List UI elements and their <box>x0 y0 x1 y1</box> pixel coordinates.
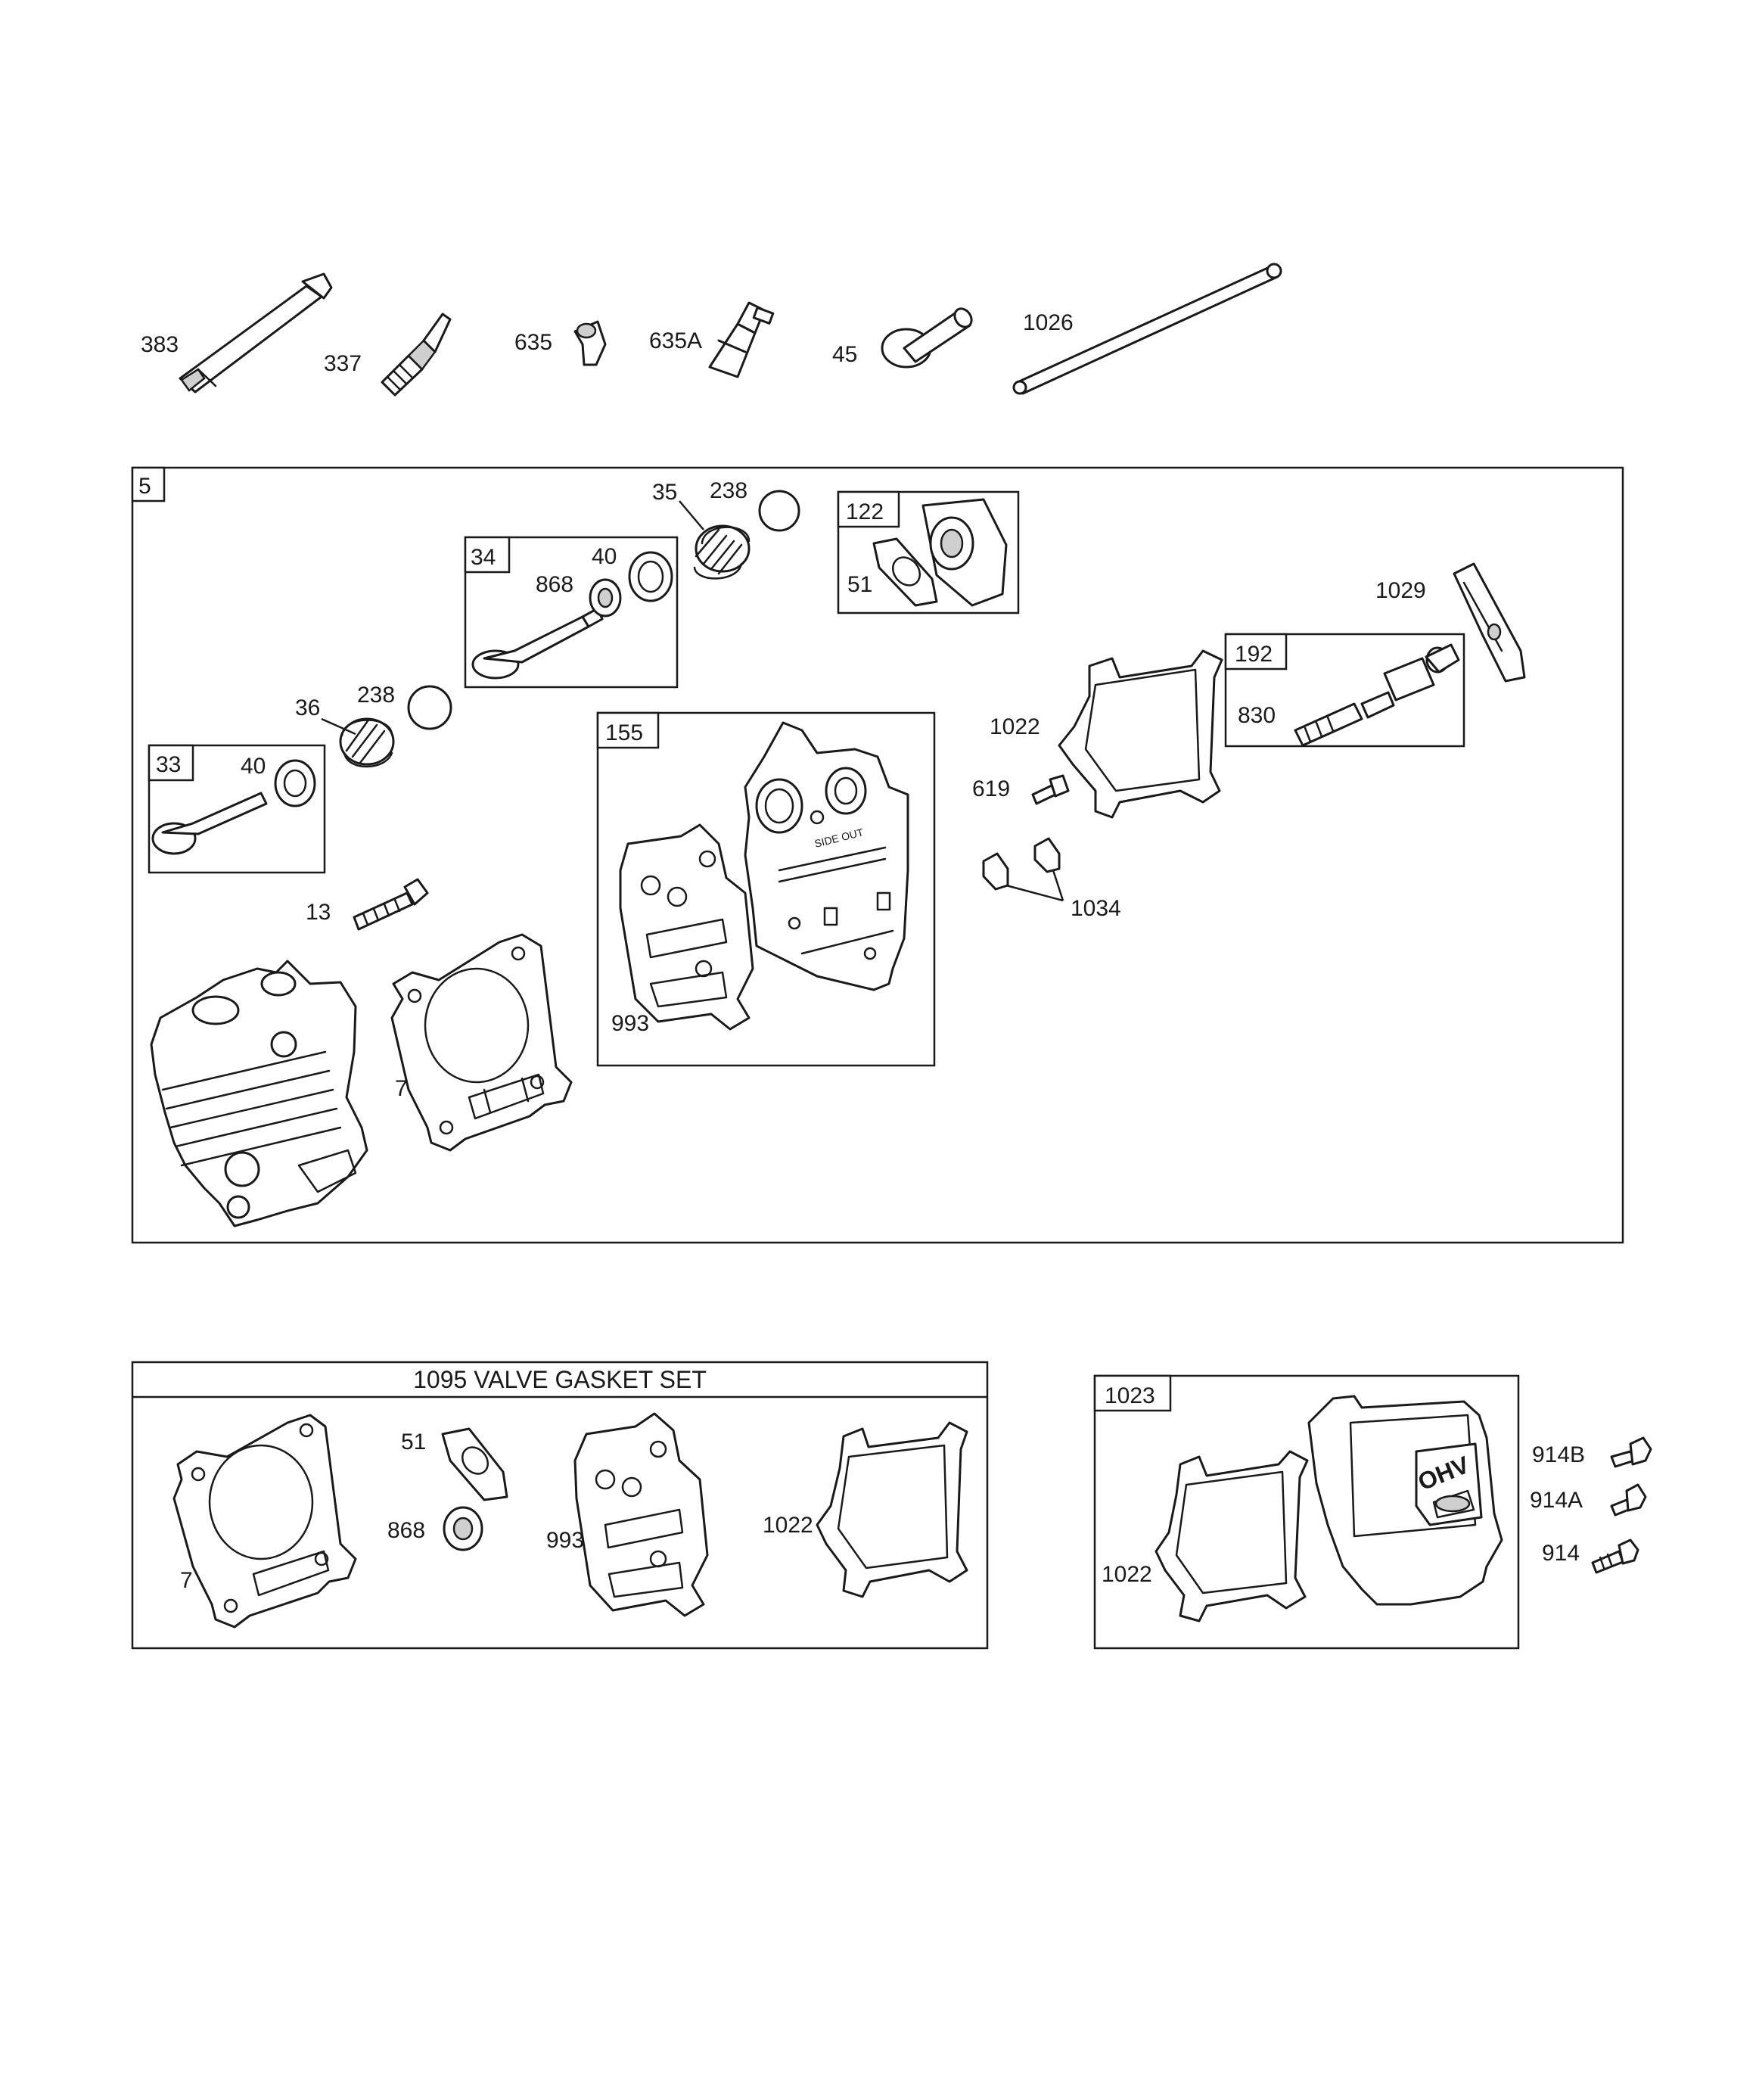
part-830-stud-drawing <box>1294 691 1395 747</box>
part-13-bolt-drawing <box>353 878 429 931</box>
part-1026-drawing <box>1012 263 1282 395</box>
tag-192: 192 <box>1235 642 1273 667</box>
part-122-adapter-drawing <box>921 498 1008 607</box>
tag-box-33 <box>148 744 194 782</box>
tag-box-122 <box>837 490 900 528</box>
callout-383: 383 <box>141 332 179 357</box>
callout-1022-set: 1022 <box>763 1513 813 1538</box>
callout-51-top: 51 <box>847 572 872 597</box>
tag-box-155 <box>596 711 660 749</box>
part-36-spring-drawing <box>339 717 395 768</box>
part-914b-screw-drawing <box>1610 1436 1652 1468</box>
part-993-gasket-set-drawing <box>573 1412 709 1617</box>
leader-1034 <box>1005 870 1064 902</box>
part-1029-rocker-drawing <box>1453 562 1526 683</box>
part-914-screw-drawing <box>1591 1538 1639 1574</box>
callout-619: 619 <box>972 776 1010 801</box>
callout-993-head: 993 <box>611 1011 649 1036</box>
tag-1023: 1023 <box>1105 1383 1155 1408</box>
cylinder-head-drawing <box>150 960 368 1227</box>
part-238-cap-left <box>407 685 452 730</box>
callout-868-set: 868 <box>387 1518 425 1543</box>
tag-155: 155 <box>605 720 643 745</box>
part-155-plate-drawing <box>744 721 909 991</box>
subassembly-frame-1023 <box>1093 1374 1520 1650</box>
callout-914b: 914B <box>1532 1442 1585 1467</box>
callout-914: 914 <box>1542 1541 1580 1566</box>
assembly-frame-5 <box>131 466 1624 1244</box>
part-1022-gasket-drawing <box>1058 649 1223 819</box>
callout-993-set: 993 <box>546 1528 584 1553</box>
callout-238-top: 238 <box>710 478 747 503</box>
tag-box-1023 <box>1093 1374 1172 1412</box>
callout-35: 35 <box>652 480 677 505</box>
callout-1026: 1026 <box>1023 310 1074 335</box>
callout-1022-head: 1022 <box>990 714 1040 739</box>
callout-51-set: 51 <box>401 1430 426 1454</box>
part-635-drawing <box>573 320 607 366</box>
subassembly-frame-155 <box>596 711 936 1067</box>
part-635a-drawing <box>708 301 775 378</box>
leader-36 <box>321 717 356 736</box>
callout-7-set: 7 <box>180 1568 193 1593</box>
subassembly-frame-33 <box>148 744 326 874</box>
tag-box-192 <box>1224 633 1288 670</box>
part-33-valve-drawing <box>151 792 268 855</box>
leader-35 <box>679 500 704 530</box>
subassembly-frame-122 <box>837 490 1020 614</box>
callout-635a: 635A <box>649 328 702 353</box>
tag-122: 122 <box>846 499 884 524</box>
part-238-cap-top <box>758 490 800 532</box>
tag-box-34 <box>464 536 511 574</box>
callout-45: 45 <box>832 342 857 367</box>
gasket-set-title: 1095 VALVE GASKET SET <box>413 1366 707 1393</box>
part-40-retainer-left-inner <box>283 769 307 798</box>
callout-337: 337 <box>324 351 362 376</box>
part-914a-screw-drawing <box>1610 1483 1647 1517</box>
callout-7-head: 7 <box>395 1076 408 1101</box>
part-619-screw-drawing <box>1031 774 1070 805</box>
part-993-gasket-drawing <box>619 823 754 1031</box>
callout-40-top: 40 <box>592 544 617 569</box>
tag-34: 34 <box>471 545 496 570</box>
part-7-gasket-head-drawing <box>390 933 573 1152</box>
part-40-retainer-top <box>628 551 673 602</box>
part-40-retainer-left <box>274 759 316 807</box>
callout-1029: 1029 <box>1375 578 1426 603</box>
part-40-retainer-top-inner <box>637 560 664 593</box>
callout-635: 635 <box>514 330 552 355</box>
callout-13: 13 <box>306 900 331 925</box>
tag-5: 5 <box>138 474 151 499</box>
gasket-set-frame <box>131 1361 989 1650</box>
part-1023-valve-cover-drawing <box>1307 1395 1503 1606</box>
callout-830: 830 <box>1238 703 1276 728</box>
callout-238-left: 238 <box>357 683 395 708</box>
callout-868-top: 868 <box>536 572 573 597</box>
tag-box-5 <box>131 466 166 502</box>
part-34-valve-drawing <box>471 607 604 680</box>
part-35-spring-drawing <box>693 524 751 580</box>
part-1022-gasket-set-drawing <box>816 1421 968 1598</box>
subassembly-frame-34 <box>464 536 679 689</box>
part-1034-clips-drawing <box>982 837 1061 891</box>
part-1022-cover-gasket-drawing <box>1155 1450 1309 1622</box>
callout-1022-cover: 1022 <box>1102 1562 1152 1587</box>
part-383-drawing <box>179 272 333 394</box>
tag-33: 33 <box>156 752 181 777</box>
part-51-gasket-top-drawing <box>872 537 938 607</box>
callout-914a: 914A <box>1530 1488 1583 1513</box>
part-868-seal-hole <box>597 587 614 608</box>
callout-36: 36 <box>295 695 320 720</box>
subassembly-frame-192 <box>1224 633 1465 748</box>
part-192-nut-drawing <box>1383 643 1460 702</box>
part-868-seal-set-hole <box>452 1517 474 1541</box>
part-45-drawing <box>881 307 973 369</box>
part-7-gasket-set-drawing <box>172 1414 357 1629</box>
part-337-drawing <box>381 313 452 397</box>
callout-40-left: 40 <box>241 754 266 779</box>
callout-1034: 1034 <box>1071 896 1121 921</box>
part-51-gasket-set-drawing <box>441 1427 508 1501</box>
